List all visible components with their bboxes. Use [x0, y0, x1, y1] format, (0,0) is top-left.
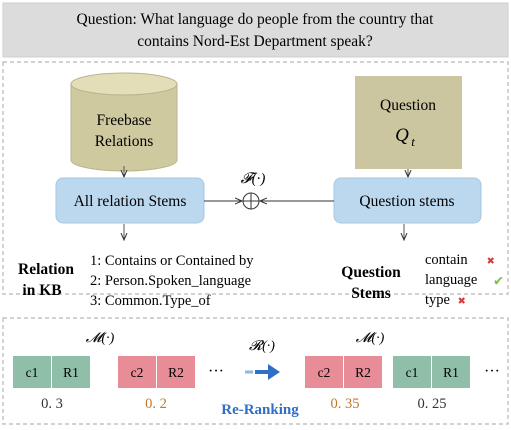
score-after-1: 0. 35 — [331, 396, 360, 412]
freebase-label-line2: Relations — [95, 133, 154, 150]
question-stem-word-1: contain — [425, 252, 468, 268]
match-function-label-left: 𝓜(·) — [86, 331, 115, 346]
cell-r-label: R2 — [355, 365, 371, 380]
relation-in-kb-label-line1: Relation — [18, 261, 74, 278]
question-stems-label: Question stems — [359, 193, 454, 210]
candidate-pair-after-1: c2 R2 — [305, 356, 382, 388]
all-relation-stems-label: All relation Stems — [74, 193, 187, 210]
freebase-database-icon — [70, 72, 178, 172]
question-variable-t: t — [411, 134, 415, 149]
question-stems-title-line2: Stems — [351, 285, 391, 302]
score-before-1: 0. 3 — [41, 396, 63, 412]
cell-c-label: c2 — [318, 365, 331, 380]
cell-r-label: R2 — [168, 365, 184, 380]
ranking-panel-border — [2, 317, 509, 425]
freebase-label-line1: Freebase — [96, 112, 151, 129]
candidate-pair-before-1: c1 R1 — [13, 356, 90, 388]
reranking-label: Re-Ranking — [221, 402, 299, 418]
ellipsis-right: ··· — [484, 363, 500, 380]
cell-r-label: R1 — [443, 365, 459, 380]
rerank-function-label: 𝓡(·) — [249, 339, 275, 354]
question-text-line1: Question: What language do people from t… — [77, 11, 435, 28]
cell-c-label: c1 — [26, 365, 39, 380]
rerank-arrow-icon — [245, 364, 280, 380]
question-qt-box — [355, 76, 462, 169]
relation-in-kb-label-line2: in KB — [22, 282, 61, 299]
match-function-label-right: 𝓜(·) — [356, 331, 385, 346]
relation-kb-item-2: 2: Person.Spoken_language — [90, 273, 251, 289]
question-box-label: Question — [380, 97, 436, 114]
question-stem-word-2: language — [425, 272, 477, 288]
candidate-pair-before-2: c2 R2 — [118, 356, 195, 388]
question-variable-q: Q — [395, 125, 409, 146]
ellipsis-left: ··· — [208, 363, 224, 380]
fusion-oplus-icon — [242, 192, 260, 210]
question-stems-title-line1: Question — [341, 264, 401, 281]
candidate-pair-after-2: c1 R1 — [393, 356, 470, 388]
main-panel-border — [2, 61, 509, 295]
question-header-bg — [2, 2, 509, 58]
cross-icon: ✖ — [458, 294, 466, 309]
question-text-line2: contains Nord-Est Department speak? — [137, 33, 373, 50]
cross-icon: ✖ — [487, 254, 495, 269]
question-stem-word-3: type — [425, 292, 450, 308]
fusion-function-label: 𝓕(·) — [241, 171, 266, 187]
relation-kb-item-3: 3: Common.Type_of — [90, 293, 211, 309]
score-after-2: 0. 25 — [418, 396, 447, 412]
cell-c-label: c2 — [131, 365, 144, 380]
check-icon: ✔ — [494, 271, 503, 289]
cell-c-label: c1 — [406, 365, 419, 380]
score-before-2: 0. 2 — [145, 396, 167, 412]
cell-r-label: R1 — [63, 365, 79, 380]
relation-kb-item-1: 1: Contains or Contained by — [90, 253, 254, 269]
